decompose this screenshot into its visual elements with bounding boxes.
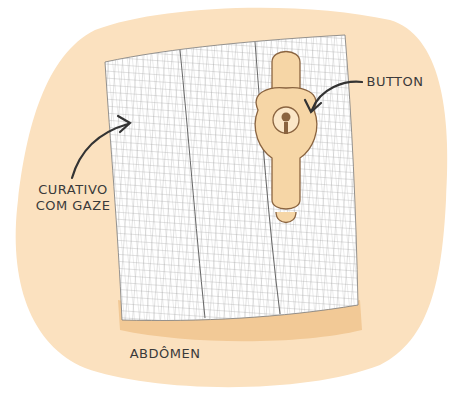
- callout-label: CURATIVO COM GAZE: [34, 182, 112, 214]
- region-label: ABDÔMEN: [110, 346, 220, 362]
- callout-label: BUTTON: [360, 74, 430, 90]
- gauze-dressing: [105, 35, 358, 320]
- leader-arrows: [72, 82, 362, 178]
- abdomen-skin: [16, 8, 448, 387]
- button-device: [255, 52, 317, 223]
